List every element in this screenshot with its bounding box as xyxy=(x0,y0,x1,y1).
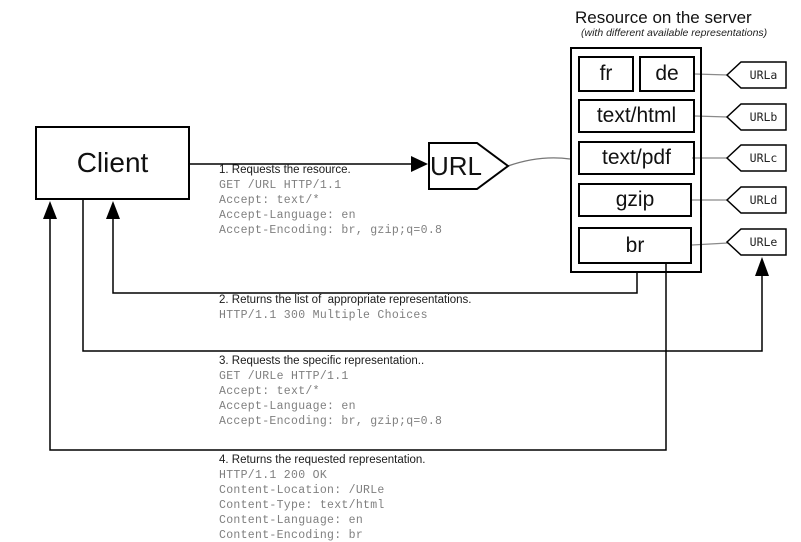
client-node: Client xyxy=(35,126,190,200)
response2-line xyxy=(112,219,638,294)
url-tag-shape-a xyxy=(725,61,787,89)
rep-box-br: br xyxy=(578,227,692,264)
message-1-line: Accept-Encoding: br, gzip;q=0.8 xyxy=(219,224,443,237)
message-block-1: 1. Requests the resource. GET /URL HTTP/… xyxy=(219,163,442,238)
arrowhead-right-url xyxy=(411,156,428,172)
message-4-line: Content-Location: /URLe xyxy=(219,484,385,497)
url-pentagon-shape xyxy=(428,142,510,190)
message-4-line: HTTP/1.1 200 OK xyxy=(219,469,328,482)
rep-box-texthtml: text/html xyxy=(578,99,695,133)
server-subheading: (with different available representation… xyxy=(581,27,768,39)
url-tag-label-c: URLc xyxy=(749,151,778,165)
url-tag-shape-c xyxy=(725,144,787,172)
url-tag-shape-b xyxy=(725,103,787,131)
url-node-label: URL xyxy=(430,150,483,181)
message-3-line: Accept-Language: en xyxy=(219,400,356,413)
message-2-title: 2. Returns the list of appropriate repre… xyxy=(219,294,472,306)
message-1-line: Accept: text/* xyxy=(219,194,320,207)
arrowhead-up-client-2 xyxy=(106,201,120,219)
message-4-line: Content-Encoding: br xyxy=(219,529,364,542)
rep-box-textpdf: text/pdf xyxy=(578,141,695,175)
message-3-title: 3. Requests the specific representation.… xyxy=(219,355,425,367)
rep-box-fr: fr xyxy=(578,56,634,92)
request3-line xyxy=(82,200,763,352)
message-4-line: Content-Type: text/html xyxy=(219,499,385,512)
response4-line xyxy=(49,219,667,451)
message-block-4: 4. Returns the requested representation.… xyxy=(219,453,426,542)
url-tag-label-e: URLe xyxy=(749,235,778,249)
message-3-line: GET /URLe HTTP/1.1 xyxy=(219,370,349,383)
message-2-line: HTTP/1.1 300 Multiple Choices xyxy=(219,309,428,322)
url-tag-label-b: URLb xyxy=(749,110,778,124)
url-tag-label-d: URLd xyxy=(749,193,778,207)
url-to-server-curve xyxy=(507,157,571,167)
url-tag-shape-d xyxy=(725,186,787,214)
server-heading: Resource on the server xyxy=(575,8,752,27)
connector-urle xyxy=(691,242,729,246)
message-1-title: 1. Requests the resource. xyxy=(219,164,351,176)
arrowhead-up-urle xyxy=(755,257,769,276)
rep-box-de: de xyxy=(639,56,695,92)
message-3-line: Accept-Encoding: br, gzip;q=0.8 xyxy=(219,415,443,428)
message-1-line: Accept-Language: en xyxy=(219,209,356,222)
message-1-line: GET /URL HTTP/1.1 xyxy=(219,179,342,192)
arrowhead-up-client-4 xyxy=(43,201,57,219)
url-tag-label-a: URLa xyxy=(749,68,778,82)
url-tag-shape-e xyxy=(725,228,787,256)
message-4-line: Content-Language: en xyxy=(219,514,364,527)
message-block-3: 3. Requests the specific representation.… xyxy=(219,354,442,429)
message-4-title: 4. Returns the requested representation. xyxy=(219,454,426,466)
message-block-2: 2. Returns the list of appropriate repre… xyxy=(219,293,472,323)
rep-box-gzip: gzip xyxy=(578,183,692,217)
server-box xyxy=(570,47,702,273)
message-3-line: Accept: text/* xyxy=(219,385,320,398)
